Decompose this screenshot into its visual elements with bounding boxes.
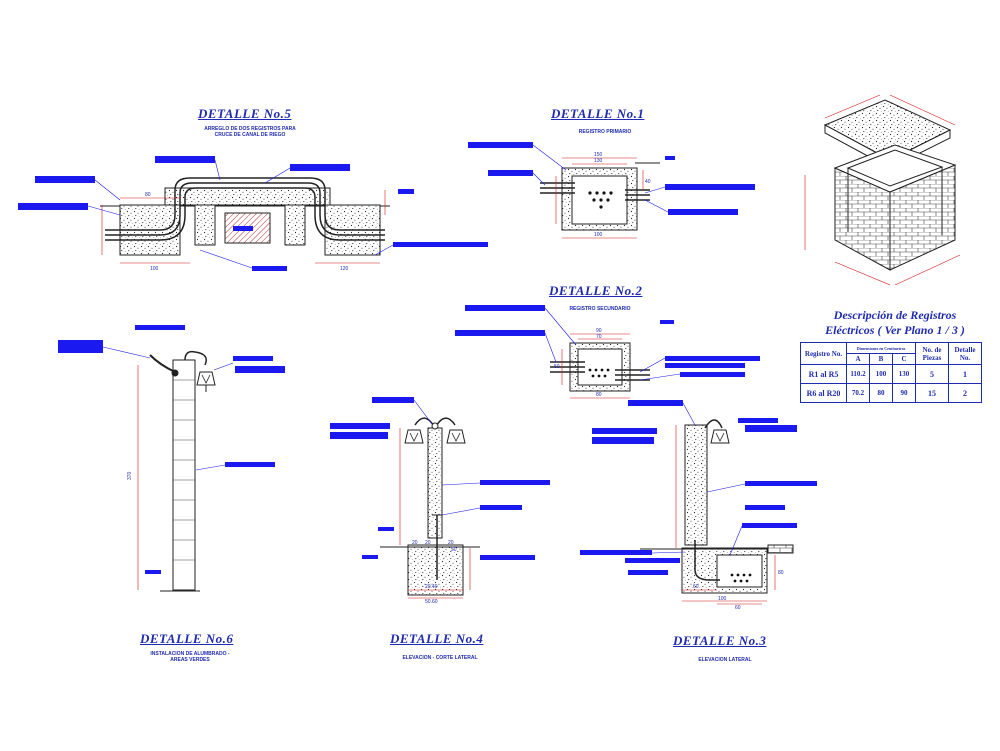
detail-5-dimension-labels: 80 100 120 [145, 192, 349, 272]
detail-5-subtitle: ARREGLO DE DOS REGISTROS PARA CRUCE DE C… [204, 126, 296, 138]
detail-6-subtitle: INSTALACION DE ALUMBRADO - AREAS VERDES [150, 651, 230, 663]
detail-1-subtitle: REGISTRO PRIMARIO [578, 129, 632, 135]
col-detalle: Detalle No. [948, 342, 982, 365]
svg-text:370: 370 [127, 471, 133, 480]
svg-text:20.40: 20.40 [425, 584, 438, 590]
detail-2-drawing [550, 333, 650, 399]
dim-d5-a: 80 [145, 192, 151, 198]
detail-1-title: DETALLE No.1 [551, 106, 645, 121]
svg-text:50.60: 50.60 [425, 599, 438, 605]
svg-text:90: 90 [596, 328, 602, 334]
svg-text:130: 130 [594, 158, 603, 164]
svg-text:20: 20 [412, 540, 418, 546]
svg-text:80: 80 [778, 570, 784, 576]
col-b: B [869, 353, 893, 365]
detail-5-label-bars [18, 156, 488, 271]
svg-text:100: 100 [718, 596, 727, 602]
svg-text:60: 60 [693, 584, 699, 590]
detail-6-label-bars [58, 325, 285, 574]
svg-text:100: 100 [594, 232, 603, 238]
table-row: R1 al R5 110.2 100 130 5 1 [800, 364, 982, 384]
detail-3-subtitle: ELEVACION LATERAL [698, 657, 752, 663]
registers-table: Registro No. Dimensiones en Centímetros … [800, 342, 982, 403]
registers-description-line2: Eléctricos ( Ver Plano 1 / 3 ) [825, 323, 965, 337]
detail-2-dimension-labels: 90 70 50 80 [554, 328, 602, 398]
col-c: C [892, 353, 916, 365]
dim-d5-b: 100 [150, 266, 159, 272]
svg-text:150: 150 [594, 152, 603, 158]
col-registro: Registro No. [800, 342, 847, 365]
table-row: R6 al R20 70.2 80 90 15 2 [800, 383, 982, 403]
detail-6-drawing [137, 350, 216, 592]
svg-text:20: 20 [425, 540, 431, 546]
detail-4-label-bars [330, 397, 550, 560]
detail-6-dimension-labels: 370 [127, 471, 133, 480]
detail-1-dimension-labels: 150 130 40 100 [594, 152, 651, 238]
svg-text:50: 50 [554, 364, 560, 370]
detail-1-drawing [540, 157, 660, 239]
detail-3-drawing [640, 419, 794, 605]
detail-4-title: DETALLE No.4 [390, 631, 484, 646]
svg-text:80: 80 [596, 392, 602, 398]
detail-2-subtitle: REGISTRO SECUNDARIO [569, 306, 631, 312]
svg-text:60: 60 [735, 605, 741, 611]
col-dimensiones: Dimensiones en Centímetros [846, 342, 916, 354]
col-a: A [846, 353, 870, 365]
col-piezas: No. de Piezas [915, 342, 949, 365]
detail-5-drawing [100, 177, 390, 264]
detail-3-label-bars [580, 400, 817, 575]
detail-2-label-bars [455, 305, 760, 377]
svg-text:20: 20 [448, 540, 454, 546]
svg-text:40: 40 [645, 179, 651, 185]
dim-d5-c: 120 [340, 266, 349, 272]
svg-text:70: 70 [596, 334, 602, 340]
isometric-register-box [804, 94, 961, 286]
detail-4-subtitle: ELEVACION - CORTE LATERAL [402, 655, 478, 661]
detail-2-title: DETALLE No.2 [549, 283, 643, 298]
detail-3-dimension-labels: 60 100 60 80 [693, 570, 784, 611]
detail-5-title: DETALLE No.5 [198, 106, 292, 121]
detail-4-drawing [380, 417, 480, 599]
detail-3-title: DETALLE No.3 [673, 633, 767, 648]
registers-description-line1: Descripción de Registros [833, 308, 957, 322]
detail-6-title: DETALLE No.6 [140, 631, 234, 646]
detail-1-label-bars [468, 142, 755, 215]
svg-text:50: 50 [451, 547, 457, 553]
detail-4-dimension-labels: 20 20 20 50 20.40 50.60 [412, 540, 457, 605]
